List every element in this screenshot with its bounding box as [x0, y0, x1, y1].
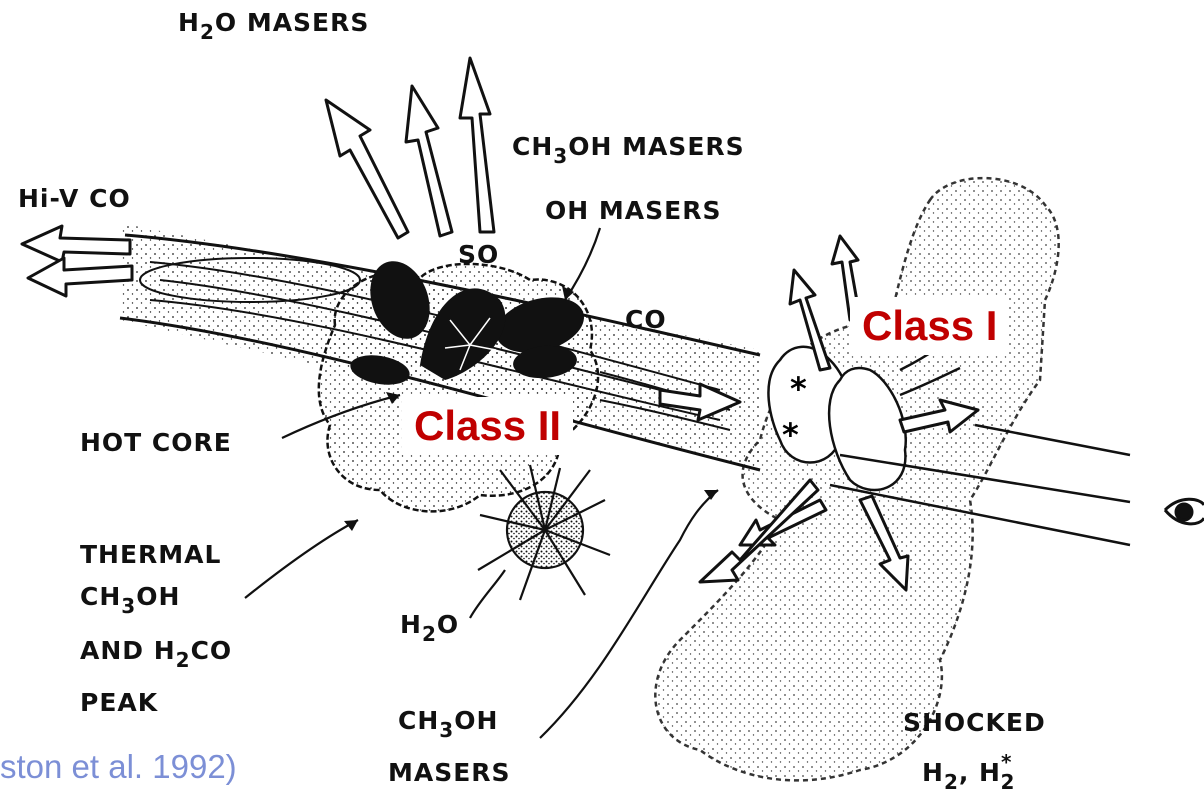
h2o-label: H2O	[400, 612, 459, 644]
svg-text:*: *	[790, 370, 807, 408]
masers-label: MASERS	[388, 760, 511, 785]
hot-core-label: HOT CORE	[80, 430, 232, 455]
peak-label: PEAK	[80, 690, 158, 715]
co-label: CO	[625, 307, 667, 332]
hiv-co-label: Hi-V CO	[18, 186, 131, 211]
class-i-label: Class I	[850, 297, 1009, 355]
ch3oh-masers-top-label: CH3OH MASERS	[512, 134, 745, 166]
thermal-h2co-label: AND H2CO	[80, 638, 232, 670]
shocked-cloud: * *	[655, 178, 1058, 780]
hiv-co-arrows	[22, 226, 132, 296]
h2o-maser-arrows	[326, 58, 494, 238]
h2o-masers-label: H2O MASERS	[178, 10, 369, 42]
class-ii-label: Class II	[402, 397, 573, 455]
thermal-label: THERMAL	[80, 542, 221, 567]
oh-masers-label: OH MASERS	[545, 198, 721, 223]
citation: ston et al. 1992)	[0, 750, 237, 783]
so-label: SO	[458, 242, 499, 267]
observer-eye-icon	[1165, 499, 1204, 524]
thermal-ch3oh-label: CH3OH	[80, 584, 180, 616]
svg-text:*: *	[782, 416, 799, 454]
ch3oh-masers-bottom-label: CH3OH	[398, 708, 498, 740]
shocked-label: SHOCKED	[903, 710, 1046, 735]
shocked-h2-label: H2, H*2	[922, 752, 1015, 792]
